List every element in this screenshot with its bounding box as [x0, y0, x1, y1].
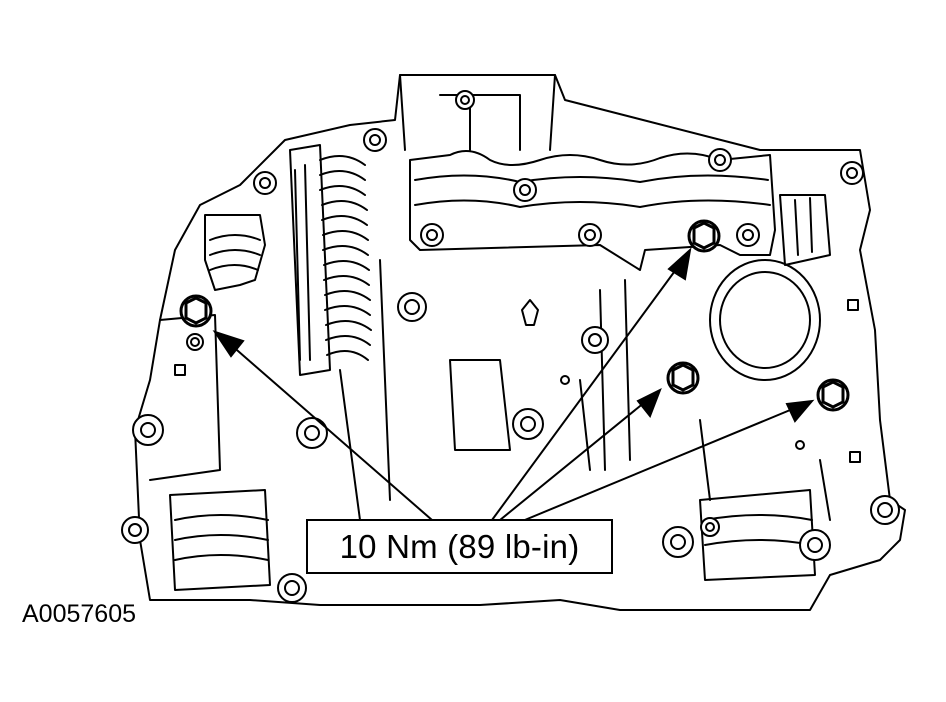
leader-line-3 — [499, 401, 646, 521]
upper-solenoid-block — [409, 150, 776, 271]
leader-line-2 — [491, 263, 681, 521]
torque-callout: 10 Nm (89 lb-in) — [306, 519, 613, 574]
lower-right-spool — [699, 489, 816, 581]
arrowhead-1 — [212, 330, 245, 358]
torque-callout-label: 10 Nm (89 lb-in) — [339, 527, 580, 565]
top-tower — [399, 74, 556, 151]
bolt-3 — [666, 361, 700, 395]
arrowhead-3 — [636, 387, 662, 418]
lower-left-spool — [169, 489, 271, 591]
right-cylinder — [779, 194, 831, 266]
bolt-2 — [687, 219, 721, 253]
housing-outline — [134, 74, 906, 611]
left-subbody — [204, 214, 266, 291]
arrowhead-4 — [785, 399, 815, 423]
arrowhead-2 — [667, 247, 692, 281]
figure-id-label: A0057605 — [22, 600, 137, 628]
torqued-bolts — [179, 219, 850, 412]
leader-line-1 — [229, 343, 433, 521]
accumulator-bore — [709, 259, 821, 381]
bolt-bosses — [121, 90, 900, 603]
leader-line-4 — [519, 407, 796, 523]
bolt-1 — [179, 294, 213, 328]
inner-channels — [339, 259, 831, 521]
leader-arrows — [212, 247, 815, 523]
bolt-4 — [816, 378, 850, 412]
spring-column — [289, 144, 331, 376]
